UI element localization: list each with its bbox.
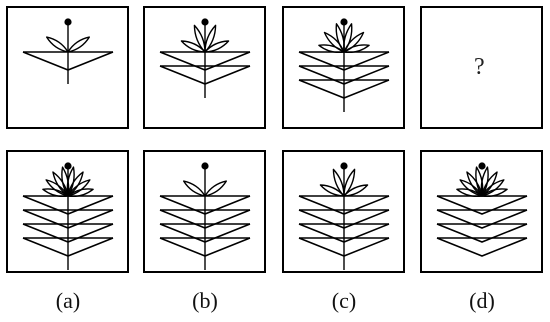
plant-figure	[436, 162, 528, 257]
petal	[475, 166, 484, 197]
chevron	[22, 51, 114, 71]
chevron	[436, 223, 528, 243]
option-panel-a[interactable]	[6, 150, 129, 273]
flower-dot	[201, 162, 209, 170]
petal	[204, 24, 217, 53]
option-panel-b[interactable]	[143, 150, 266, 273]
chevron	[159, 65, 251, 85]
chevron	[298, 223, 390, 243]
plant-figure	[159, 18, 251, 98]
petal	[343, 31, 365, 53]
chevron	[22, 195, 114, 215]
petal	[45, 179, 69, 197]
sequence-panel-1	[6, 6, 129, 129]
plant-figure	[22, 18, 114, 84]
petal	[67, 36, 90, 53]
petal	[481, 171, 498, 197]
petal	[466, 171, 483, 197]
petal	[204, 40, 230, 53]
plant-figure	[298, 162, 390, 270]
petal	[66, 166, 75, 197]
sequence-panel-3	[282, 6, 405, 129]
chevron	[436, 195, 528, 215]
chevron	[298, 237, 390, 257]
option-label-a: (a)	[55, 288, 81, 313]
petal	[183, 180, 206, 197]
option-label-c: (c)	[331, 288, 357, 313]
petal	[481, 179, 505, 197]
chevron	[298, 195, 390, 215]
chevron	[159, 209, 251, 229]
petal	[480, 166, 489, 197]
petal	[343, 184, 369, 197]
question-mark: ?	[474, 54, 485, 80]
petal	[46, 36, 69, 53]
flower-dot	[340, 162, 348, 170]
chevron	[159, 223, 251, 243]
chevron	[436, 237, 528, 257]
flower-dot	[340, 18, 348, 26]
chevron	[22, 209, 114, 229]
petal	[61, 166, 70, 197]
petal	[459, 179, 483, 197]
flower-dot	[478, 162, 486, 170]
petal	[204, 180, 227, 197]
plant-figure	[298, 18, 390, 112]
option-panel-d[interactable]	[420, 150, 543, 273]
petal	[180, 40, 206, 53]
petal	[332, 168, 345, 197]
chevron	[22, 237, 114, 257]
option-panel-c[interactable]	[282, 150, 405, 273]
petal	[52, 171, 69, 197]
petal	[67, 179, 91, 197]
flower-dot	[201, 18, 209, 26]
chevron	[298, 65, 390, 85]
plant-figure	[159, 162, 251, 270]
chevron	[159, 195, 251, 215]
sequence-panel-missing: ?	[420, 6, 543, 129]
flower-dot	[64, 162, 72, 170]
flower-dot	[64, 18, 72, 26]
petal	[67, 171, 84, 197]
petal	[193, 24, 206, 53]
chevron	[298, 51, 390, 71]
chevron	[436, 209, 528, 229]
sequence-panel-2	[143, 6, 266, 129]
chevron	[298, 209, 390, 229]
petal	[323, 31, 345, 53]
chevron	[159, 237, 251, 257]
chevron	[159, 51, 251, 71]
option-label-d: (d)	[469, 288, 495, 313]
petal	[343, 168, 356, 197]
petal	[319, 184, 345, 197]
plant-figure	[22, 162, 114, 270]
chevron	[22, 223, 114, 243]
chevron	[298, 79, 390, 99]
option-label-b: (b)	[192, 288, 218, 313]
